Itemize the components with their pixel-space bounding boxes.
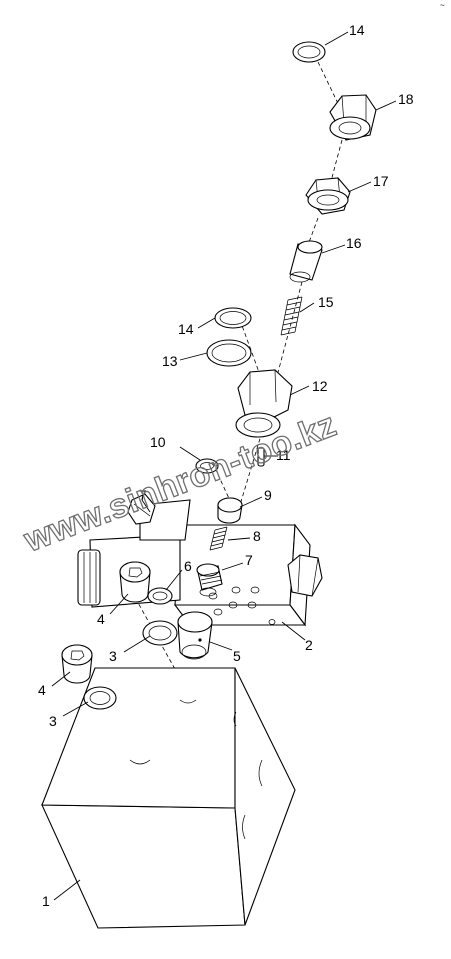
callout-3-upper: 3 (109, 648, 117, 664)
callout-14-top: 14 (349, 22, 365, 38)
callout-6: 6 (184, 558, 192, 574)
callout-10: 10 (150, 434, 166, 450)
callout-13: 13 (162, 353, 178, 369)
o-ring-part-10 (195, 458, 219, 474)
callout-5: 5 (233, 648, 241, 664)
hex-nut-part-17 (305, 177, 351, 215)
callout-8: 8 (253, 528, 261, 544)
callout-4-upper: 4 (97, 611, 105, 627)
callout-16: 16 (346, 235, 362, 251)
callout-15: 15 (318, 294, 334, 310)
callout-11: 11 (276, 447, 291, 463)
valve-body-part-2 (173, 523, 323, 627)
leader-lines (51, 31, 397, 901)
cap-part-9 (217, 497, 243, 524)
pin-part-11 (257, 447, 265, 467)
spring-part-15 (280, 296, 303, 336)
callout-numbers: 1 2 3 3 4 4 5 6 7 7 8 9 10 11 12 13 14 1… (38, 22, 414, 909)
callout-2: 2 (305, 637, 313, 653)
insert-part-7 (196, 563, 223, 597)
callout-12: 12 (312, 378, 328, 394)
callout-14-mid: 14 (178, 321, 194, 337)
callout-7-lower: 7 (245, 552, 253, 568)
spring-part-8 (209, 526, 228, 551)
plug-part-5 (177, 611, 213, 660)
callout-4-lower: 4 (38, 682, 46, 698)
cap-nut-part-18 (329, 94, 377, 141)
hex-nut-part-12 (235, 369, 293, 438)
o-ring-part-6 (147, 587, 173, 605)
bolt-part-4-upper (119, 561, 151, 603)
callout-1: 1 (42, 893, 50, 909)
seal-ring-part-3-upper (142, 620, 178, 646)
callout-7-upper: 7 (139, 487, 147, 503)
callout-17: 17 (373, 173, 389, 189)
ring-part-13 (206, 339, 252, 367)
seal-ring-part-3-lower (83, 686, 117, 710)
callout-3-lower: 3 (49, 713, 57, 729)
ring-part-14-top (292, 41, 326, 63)
bolt-part-4-lower (61, 644, 93, 684)
ring-part-14-mid (214, 307, 252, 329)
callout-9: 9 (264, 487, 272, 503)
corner-mark: ~ (440, 1, 445, 10)
sleeve-part-16 (289, 240, 323, 283)
callout-18: 18 (398, 91, 414, 107)
